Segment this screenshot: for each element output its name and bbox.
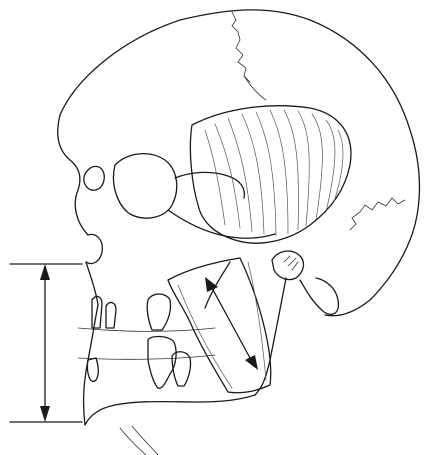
vertical-dimension-indicator — [10, 264, 82, 422]
neck-line-2 — [132, 426, 158, 455]
orbit — [113, 154, 176, 218]
orbit-inner-left — [84, 166, 104, 190]
neck-line-1 — [120, 428, 146, 455]
mandible-body — [85, 395, 255, 425]
tmj-detail — [284, 256, 298, 270]
chin — [84, 305, 98, 425]
lower-teeth — [87, 336, 190, 388]
masseter-double-arrow — [205, 277, 258, 370]
upper-teeth — [92, 294, 171, 330]
temporalis-muscle-outline — [190, 106, 351, 243]
occlusal-line-lower — [78, 355, 215, 359]
mastoid-process — [300, 278, 338, 314]
maxilla-front — [86, 262, 98, 305]
lambdoid-suture — [350, 198, 405, 230]
coronal-suture — [232, 12, 250, 82]
temporalis-fibers — [205, 110, 343, 236]
zygomatic-arch — [175, 172, 244, 198]
nasal-aperture — [86, 234, 102, 263]
cranium-outline — [60, 10, 419, 316]
condyle — [272, 251, 303, 280]
forehead-profile — [58, 115, 88, 235]
